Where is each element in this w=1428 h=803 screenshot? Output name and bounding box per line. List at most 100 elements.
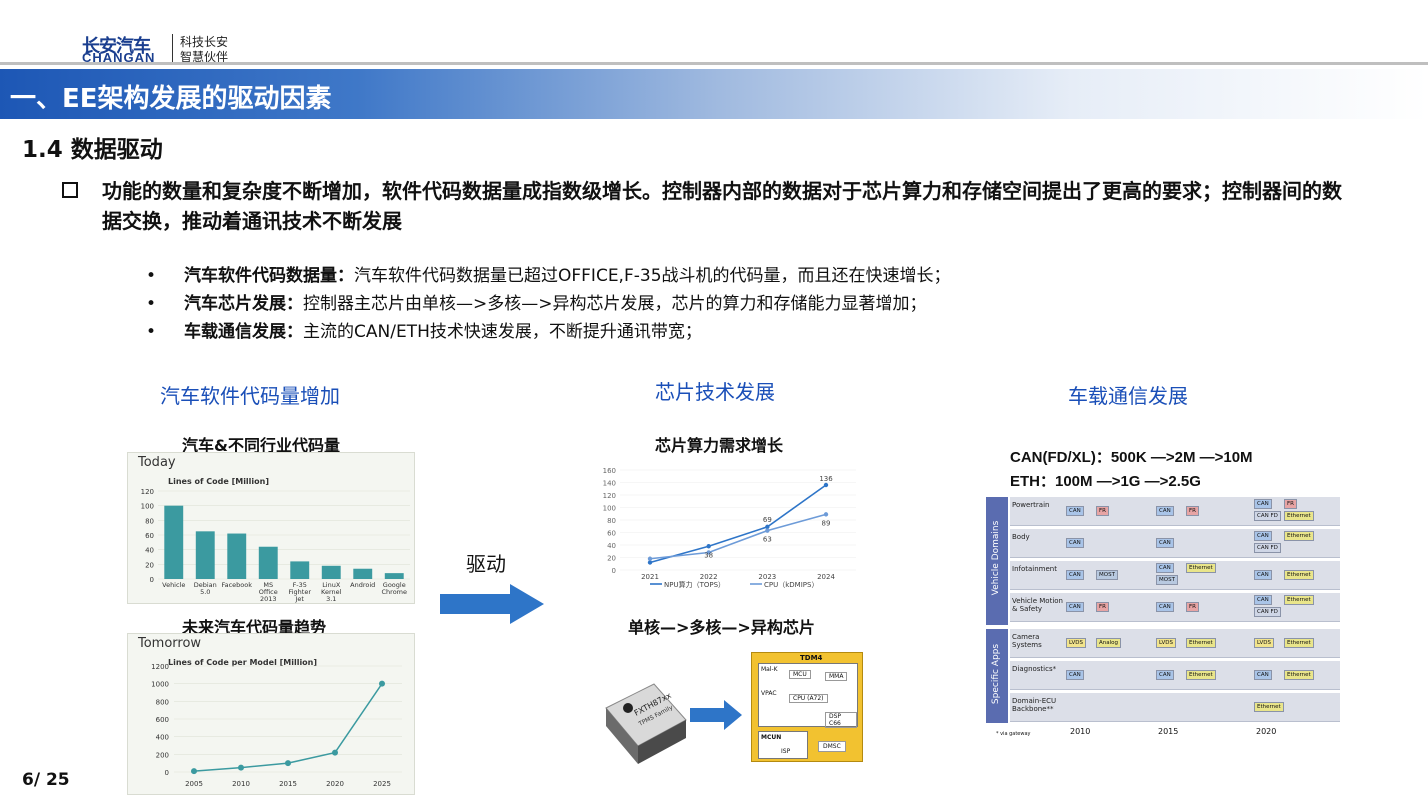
soc-main-block: Mal-K VPAC MCU MMA CPU (A72) DSP C66	[758, 663, 858, 728]
soc-block-label: MMA	[825, 672, 848, 681]
data-label: 89	[822, 519, 831, 527]
bullet-dot: •	[146, 294, 157, 314]
protocol-tag: Ethernet	[1254, 702, 1284, 712]
sub-bullet-label: 车载通信发展：	[184, 322, 303, 342]
y-tick-label: 0	[612, 567, 616, 575]
data-point	[238, 764, 244, 771]
soc-block-label: VPAC	[761, 690, 777, 697]
eth-evolution-text: ETH：100M —>1G —>2.5G	[1010, 473, 1201, 490]
protocol-tag: CAN	[1156, 602, 1174, 612]
x-tick-label: Debian	[194, 581, 217, 589]
y-tick-label: 60	[145, 532, 154, 540]
soc-block-label: DSP C66	[825, 712, 857, 728]
sub-bullet-label: 汽车芯片发展：	[184, 294, 303, 314]
series-line	[193, 683, 383, 772]
series-line	[649, 484, 827, 564]
slide-title-bar: 一、EE架构发展的驱动因素	[0, 69, 1428, 119]
data-point	[765, 524, 770, 530]
software-column-title: 汽车软件代码量增加	[160, 384, 340, 408]
bar	[321, 565, 341, 579]
y-tick-label: 20	[145, 561, 154, 569]
x-tick-label: 5.0	[200, 588, 210, 596]
bar	[227, 533, 247, 579]
y-tick-label: 800	[156, 698, 169, 706]
main-bullet-text: 功能的数量和复杂度不断增加，软件代码数据量成指数级增长。控制器内部的数据对于芯片…	[102, 179, 1342, 233]
soc-block-label: Mal-K	[761, 666, 778, 673]
protocol-tag: CAN	[1254, 570, 1272, 580]
software-fig2-title: 未来汽车代码量趋势	[182, 618, 327, 637]
series-line	[649, 513, 827, 560]
data-label: 63	[763, 536, 772, 544]
bullet-dot: •	[146, 322, 157, 342]
x-tick-label: Kernel	[321, 588, 342, 596]
sub-bullet-label: 汽车软件代码数据量：	[184, 266, 354, 286]
x-tick-label: Facebook	[221, 581, 252, 589]
soc-mcu-block: MCUN ISP	[758, 731, 808, 759]
software-fig1-title: 汽车&不同行业代码量	[182, 436, 340, 455]
y-tick-label: 40	[607, 542, 616, 550]
y-tick-label: 120	[141, 488, 154, 496]
data-label: 69	[763, 516, 772, 524]
row-label: Body	[1012, 533, 1030, 541]
sub-bullet-list: • 汽车软件代码数据量：汽车软件代码数据量已超过OFFICE,F-35战斗机的代…	[146, 262, 951, 346]
protocol-tag: Analog	[1096, 638, 1122, 648]
bar	[164, 505, 184, 579]
data-point	[379, 680, 385, 687]
side-label-specific-apps: Specific Apps	[986, 629, 1008, 723]
y-tick-label: 20	[607, 555, 616, 563]
protocol-tag: Ethernet	[1284, 570, 1314, 580]
x-tick-label: 2021	[641, 573, 659, 581]
y-tick-label: 200	[156, 751, 169, 759]
protocol-tag: CAN	[1254, 531, 1272, 541]
data-point	[823, 512, 829, 517]
sub-bullet-text: 主流的CAN/ETH技术快速发展，不断提升通讯带宽；	[303, 322, 702, 342]
protocol-tag: FR	[1096, 602, 1109, 612]
x-tick-label: 2020	[326, 780, 344, 788]
data-point	[765, 528, 770, 533]
x-tick-label: 2022	[700, 573, 718, 581]
protocol-tag: Ethernet	[1284, 595, 1314, 605]
x-tick-label: F-35	[293, 581, 307, 589]
y-tick-label: 140	[603, 480, 616, 488]
protocol-tag: CAN	[1156, 506, 1174, 516]
list-item: • 汽车芯片发展：控制器主芯片由单核—>多核—>异构芯片发展，芯片的算力和存储能…	[146, 290, 951, 318]
y-tick-label: 80	[145, 517, 154, 525]
protocol-tag: FR	[1284, 499, 1297, 509]
protocol-tag: CAN	[1156, 563, 1174, 573]
x-tick-label: LinuX	[322, 581, 341, 589]
protocol-tag: MOST	[1096, 570, 1118, 580]
changan-logo: 长安汽车 CHANGAN 科技长安 智慧伙伴	[82, 30, 252, 65]
single-core-chip-image: FXTH87xx TPMS Family	[605, 683, 687, 764]
y-tick-label: 600	[156, 716, 169, 724]
x-tick-label: Google	[383, 581, 406, 589]
logo-separator	[172, 34, 173, 62]
logo-slogan-line2: 智慧伙伴	[180, 50, 229, 64]
y-tick-label: 80	[607, 517, 616, 525]
data-point	[706, 544, 711, 549]
bar	[353, 568, 373, 579]
protocol-tag: CAN	[1066, 670, 1084, 680]
data-point	[647, 556, 653, 561]
data-label: 38	[704, 551, 713, 559]
page-number: 6/ 25	[22, 770, 70, 790]
year-label: 2010	[1070, 727, 1091, 736]
header-divider	[0, 62, 1428, 65]
protocol-tag: CAN	[1254, 670, 1272, 680]
y-tick-label: 40	[145, 547, 154, 555]
today-chart-title: Lines of Code [Million]	[168, 477, 270, 486]
x-tick-label: 2015	[279, 780, 297, 788]
y-tick-label: 100	[141, 503, 154, 511]
protocol-tag: LVDS	[1254, 638, 1274, 648]
x-tick-label: Jet	[295, 595, 305, 603]
protocol-tag: CAN	[1156, 670, 1174, 680]
legend-label: NPU算力（TOPS）	[664, 580, 725, 589]
list-item: • 车载通信发展：主流的CAN/ETH技术快速发展，不断提升通讯带宽；	[146, 318, 951, 346]
protocol-tag: CAN	[1066, 570, 1084, 580]
bullet-dot: •	[146, 266, 157, 286]
heterogeneous-soc-diagram: TDM4 Mal-K VPAC MCU MMA CPU (A72) DSP C6…	[751, 652, 863, 762]
